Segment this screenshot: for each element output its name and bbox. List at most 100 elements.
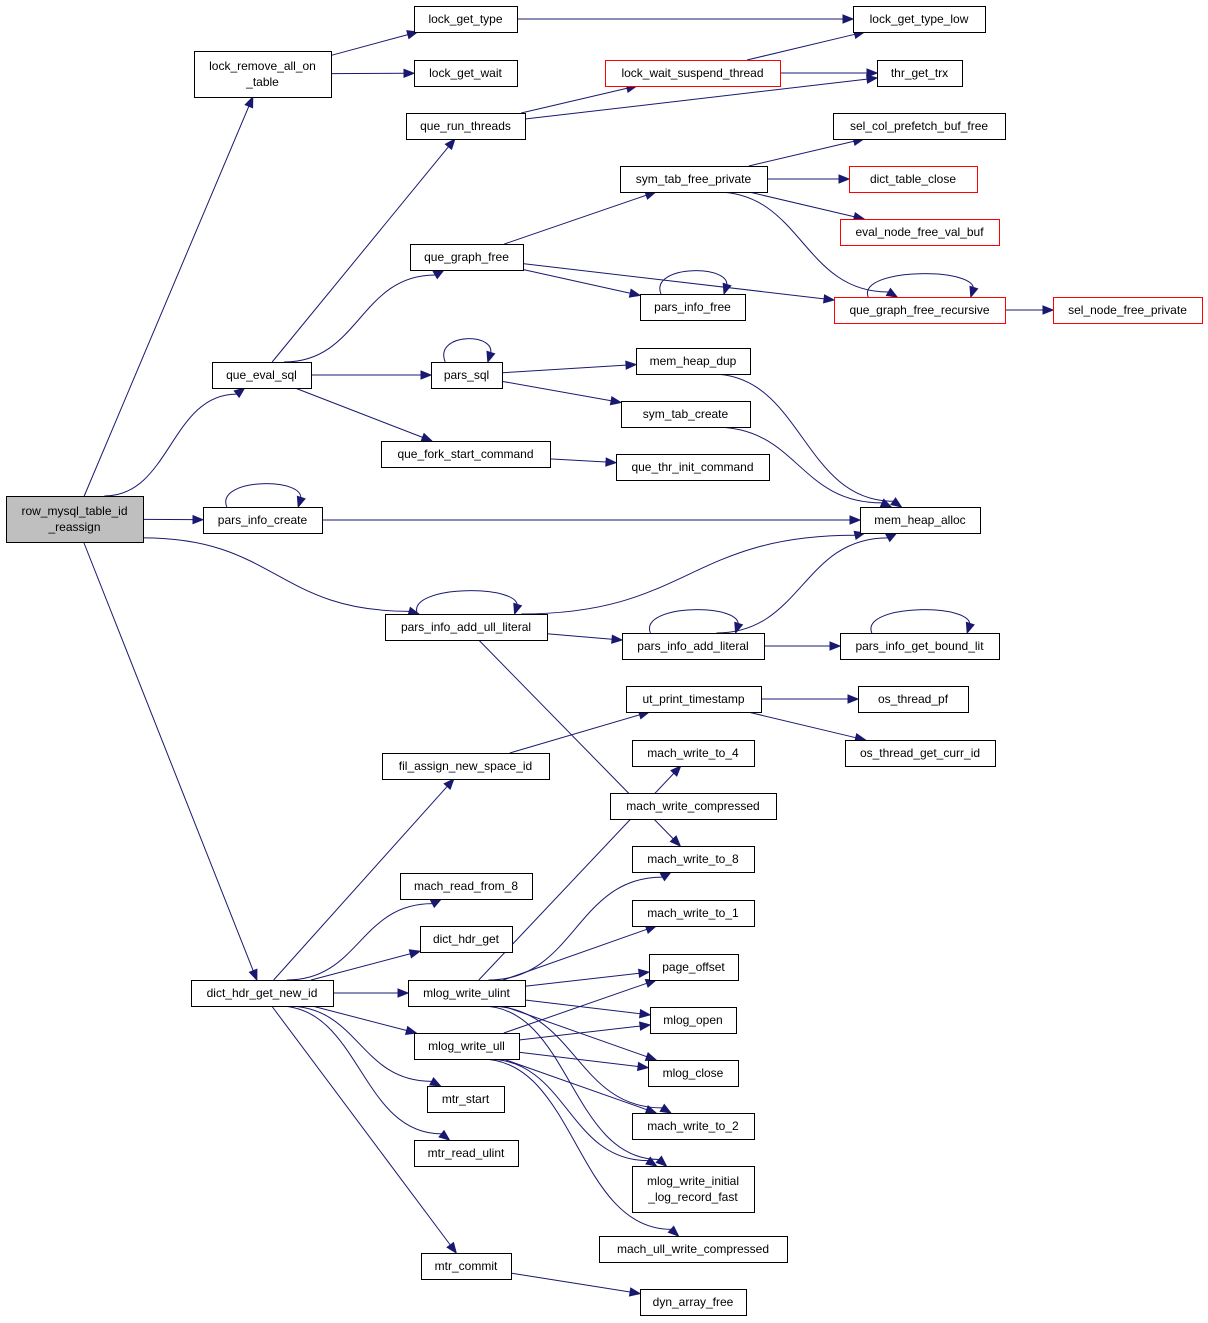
node-dict-hdr-get[interactable]: dict_hdr_get	[420, 926, 513, 953]
edge-line	[748, 191, 855, 218]
node-mtr-commit[interactable]: mtr_commit	[421, 1253, 512, 1280]
node-row-mysql[interactable]: row_mysql_table_id_reassign	[6, 496, 144, 543]
edge-que-graph-free-to-sym-tab-free	[504, 190, 657, 245]
edge-line	[510, 1272, 631, 1293]
node-label: fil_assign_new_space_id	[399, 759, 532, 773]
node-label: ut_print_timestamp	[642, 692, 744, 706]
node-mach-write-to-8[interactable]: mach_write_to_8	[632, 846, 755, 873]
node-os-thread-get-curr[interactable]: os_thread_get_curr_id	[845, 740, 996, 767]
node-que-thr-init[interactable]: que_thr_init_command	[616, 454, 770, 481]
edge-arrowhead	[403, 68, 416, 79]
node-pars-info-create[interactable]: pars_info_create	[203, 507, 323, 534]
node-que-fork-start[interactable]: que_fork_start_command	[381, 441, 551, 468]
edge-line	[546, 633, 613, 640]
node-mach-ull-write[interactable]: mach_ull_write_compressed	[599, 1236, 788, 1263]
node-label: mlog_write_ulint	[423, 986, 510, 1000]
edge-arrowhead	[638, 968, 651, 978]
edge-que-graph-free-rec-to-que-graph-free-rec	[867, 273, 979, 299]
node-ut-print-ts[interactable]: ut_print_timestamp	[626, 686, 762, 713]
node-pars-info-free[interactable]: pars_info_free	[640, 294, 746, 321]
node-lock-get-wait[interactable]: lock_get_wait	[414, 60, 518, 87]
edge-line	[716, 537, 888, 634]
node-mach-write-to-1[interactable]: mach_write_to_1	[632, 900, 755, 927]
node-mach-write-comp[interactable]: mach_write_compressed	[610, 793, 777, 820]
node-sym-tab-create[interactable]: sym_tab_create	[621, 401, 751, 428]
edge-mlog-write-ulint-to-mlog-open	[524, 999, 652, 1019]
node-fil-assign[interactable]: fil_assign_new_space_id	[382, 753, 550, 780]
edge-line	[524, 999, 641, 1015]
edge-line	[286, 903, 433, 981]
node-mach-read-from-8[interactable]: mach_read_from_8	[400, 873, 533, 900]
edge-line	[509, 714, 640, 754]
node-mlog-close[interactable]: mlog_close	[648, 1060, 739, 1087]
edge-arrowhead	[734, 621, 744, 635]
node-que-graph-free[interactable]: que_graph_free	[410, 244, 524, 271]
edge-arrowhead	[659, 1103, 673, 1114]
node-mlog-open[interactable]: mlog_open	[650, 1007, 737, 1034]
node-mach-write-to-2[interactable]: mach_write_to_2	[632, 1113, 755, 1140]
node-dict-hdr-new-id[interactable]: dict_hdr_get_new_id	[191, 980, 334, 1007]
node-label: mtr_read_ulint	[428, 1146, 505, 1160]
edge-row-mysql-to-pars-info-create	[142, 514, 205, 525]
edge-line	[284, 274, 436, 363]
node-mlog-write-ull[interactable]: mlog_write_ull	[414, 1033, 520, 1060]
node-mlog-write-ulint[interactable]: mlog_write_ulint	[408, 980, 526, 1007]
edge-line	[503, 1058, 647, 1111]
node-box	[385, 614, 548, 641]
edge-line	[522, 263, 825, 300]
node-pars-sql[interactable]: pars_sql	[431, 362, 503, 389]
node-box	[382, 753, 550, 780]
node-mtr-start[interactable]: mtr_start	[427, 1086, 505, 1113]
edge-ut-print-ts-to-os-thread-pf	[761, 694, 860, 704]
node-sel-node-free[interactable]: sel_node_free_private	[1053, 297, 1203, 324]
node-que-graph-free-rec[interactable]: que_graph_free_recursive	[834, 297, 1006, 324]
node-lock-wait-suspend[interactable]: lock_wait_suspend_thread	[605, 60, 781, 87]
edge-line	[649, 609, 739, 634]
edge-line	[504, 194, 647, 245]
node-pars-info-add-ull[interactable]: pars_info_add_ull_literal	[385, 614, 548, 641]
node-dict-table-close[interactable]: dict_table_close	[849, 166, 978, 193]
node-label: que_fork_start_command	[397, 447, 533, 461]
node-que-eval-sql[interactable]: que_eval_sql	[212, 362, 312, 389]
node-eval-node-free[interactable]: eval_node_free_val_buf	[840, 219, 1000, 246]
edge-line	[524, 78, 868, 120]
node-sel-col-prefetch[interactable]: sel_col_prefetch_buf_free	[833, 113, 1006, 140]
edge-ut-print-ts-to-os-thread-get-curr	[747, 711, 867, 743]
node-mtr-read-ulint[interactable]: mtr_read_ulint	[414, 1140, 519, 1167]
node-sym-tab-free[interactable]: sym_tab_free_private	[620, 166, 768, 193]
node-label: os_thread_pf	[878, 692, 949, 706]
node-que-run-threads[interactable]: que_run_threads	[406, 113, 526, 140]
node-lock-remove[interactable]: lock_remove_all_on_table	[194, 51, 332, 98]
node-lock-get-type[interactable]: lock_get_type	[414, 6, 518, 33]
node-label: que_eval_sql	[226, 368, 297, 382]
node-label: pars_info_create	[218, 513, 308, 527]
edge-line	[867, 273, 974, 298]
edge-mlog-write-ulint-to-mach-write-to-1	[503, 925, 658, 981]
edge-line	[278, 1005, 442, 1135]
node-lock-get-type-low[interactable]: lock_get_type_low	[853, 6, 986, 33]
node-os-thread-pf[interactable]: os_thread_pf	[858, 686, 969, 713]
node-mlog-write-initial[interactable]: mlog_write_initial_log_record_fast	[632, 1166, 755, 1213]
edge-pars-info-add-ull-to-pars-info-add-ull	[416, 590, 523, 616]
node-label: lock_remove_all_on	[209, 59, 316, 73]
edge-dict-hdr-new-id-to-fil-assign	[273, 777, 455, 981]
node-mach-write-to-4[interactable]: mach_write_to_4	[632, 740, 755, 767]
edge-dict-hdr-new-id-to-mtr-read-ulint	[278, 1005, 451, 1141]
node-mem-heap-alloc[interactable]: mem_heap_alloc	[860, 507, 981, 534]
edge-line	[104, 393, 237, 497]
node-dyn-array-free[interactable]: dyn_array_free	[640, 1289, 747, 1316]
node-thr-get-trx[interactable]: thr_get_trx	[877, 60, 963, 87]
node-mem-heap-dup[interactable]: mem_heap_dup	[636, 348, 751, 375]
edge-arrowhead	[866, 68, 879, 78]
edge-line	[659, 270, 728, 295]
node-page-offset[interactable]: page_offset	[649, 954, 739, 981]
node-pars-info-add-lit[interactable]: pars_info_add_literal	[622, 633, 765, 660]
edge-arrowhead	[969, 285, 979, 299]
node-label: dict_table_close	[870, 172, 956, 186]
node-pars-info-get-bound[interactable]: pars_info_get_bound_lit	[840, 633, 1000, 660]
edge-mlog-write-ulint-to-mach-write-to-2	[488, 1005, 673, 1114]
edge-arrowhead	[244, 95, 254, 109]
edge-arrowhead	[829, 641, 842, 651]
node-box	[1053, 297, 1203, 324]
node-label: mlog_open	[663, 1013, 722, 1027]
